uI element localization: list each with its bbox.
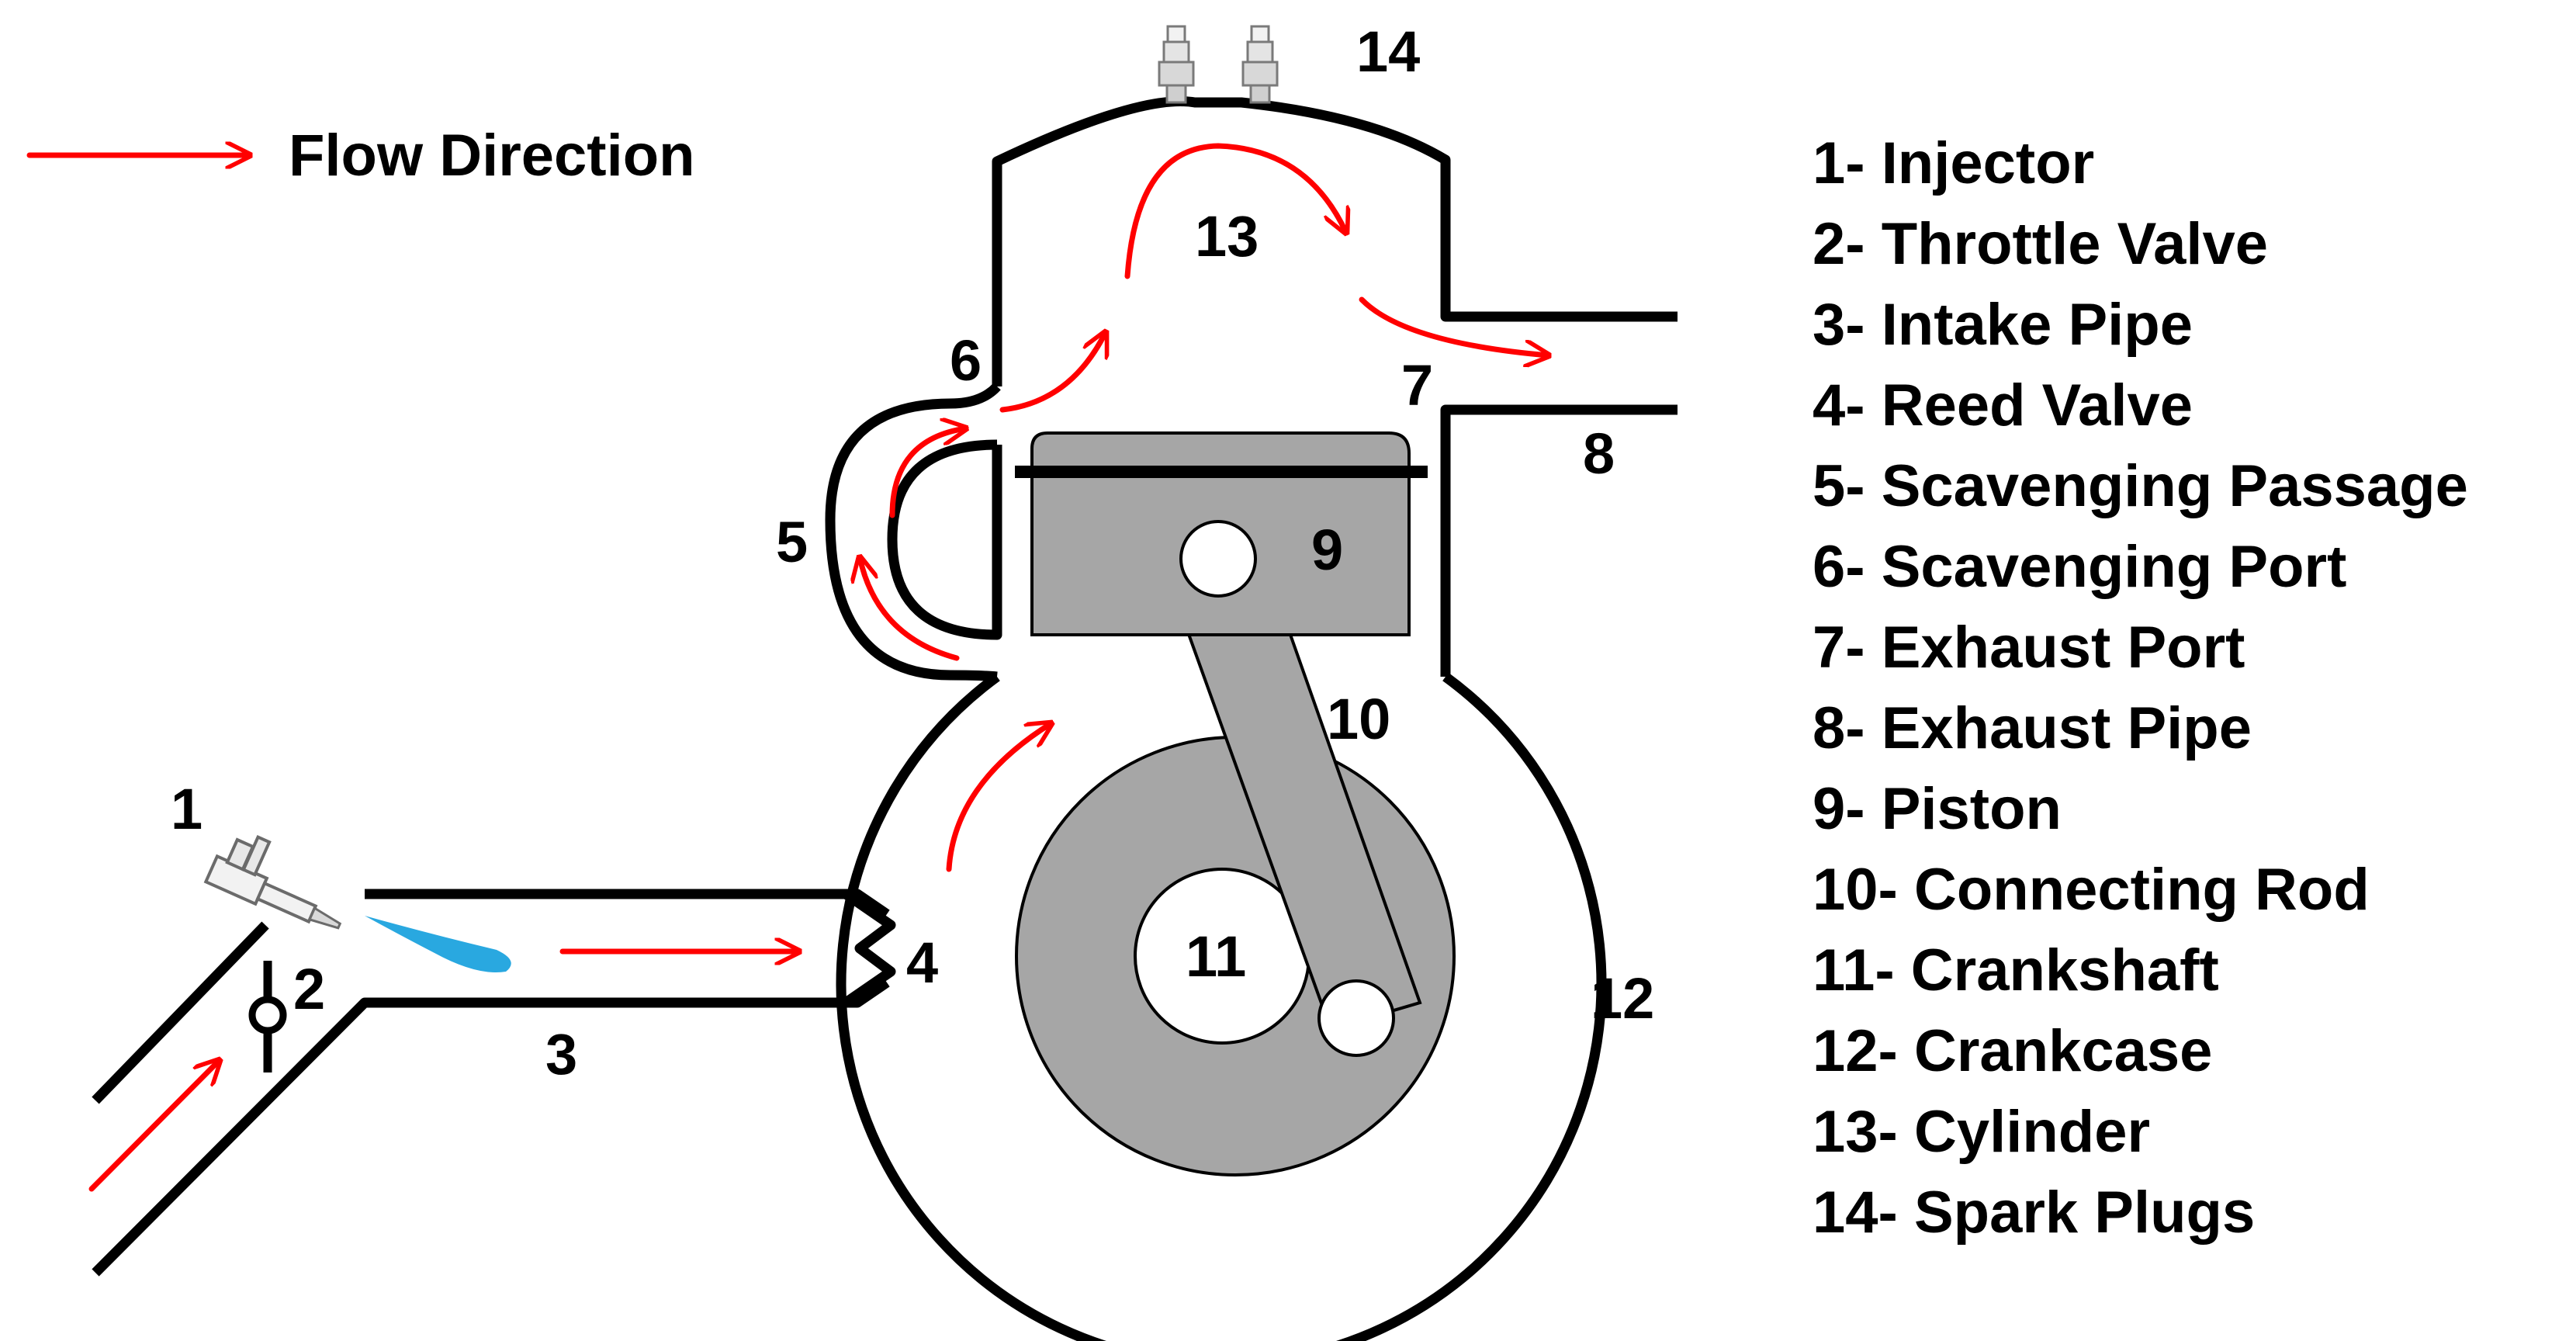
parts-legend-item: 6- Scavenging Port — [1813, 534, 2346, 600]
parts-legend-item: 14- Spark Plugs — [1813, 1180, 2255, 1246]
piston-pin — [1179, 520, 1257, 598]
spark-plugs-icon — [1158, 25, 1279, 104]
parts-legend-item: 13- Cylinder — [1813, 1099, 2150, 1165]
callout-12: 12 — [1591, 966, 1654, 1031]
flow-arrow-exhaust — [1359, 296, 1549, 355]
flow-arrow-scavenging-port — [999, 332, 1106, 413]
parts-legend-item: 4- Reed Valve — [1813, 372, 2193, 438]
flow-direction-legend: Flow Direction — [26, 123, 695, 189]
scavenging-passage-outer-wall — [825, 383, 1001, 682]
flow-arrows — [88, 143, 1549, 1192]
fuel-spray — [365, 916, 511, 972]
parts-legend-item: 2- Throttle Valve — [1813, 211, 2268, 277]
callout-9: 9 — [1311, 518, 1343, 582]
injector-icon — [203, 834, 342, 930]
parts-legend-item: 10- Connecting Rod — [1813, 857, 2370, 923]
flow-arrow-cylinder — [1124, 143, 1346, 279]
parts-legend: 1- Injector 2- Throttle Valve 3- Intake … — [1813, 130, 2468, 1246]
piston — [1015, 431, 1428, 636]
intake-upstream-wall — [92, 921, 269, 1104]
crankcase-wall — [836, 672, 1607, 1341]
parts-legend-item: 12- Crankcase — [1813, 1018, 2212, 1084]
crank-pin — [1317, 979, 1395, 1057]
callout-2: 2 — [293, 957, 325, 1021]
flow-arrow-transfer-upper — [889, 428, 966, 518]
parts-legend-item: 1- Injector — [1813, 130, 2094, 196]
parts-legend-item: 8- Exhaust Pipe — [1813, 695, 2252, 761]
callout-11: 11 — [1186, 924, 1246, 989]
parts-legend-item: 5- Scavenging Passage — [1813, 453, 2468, 519]
callout-labels: 1 2 3 4 5 6 7 8 9 10 11 12 13 14 — [171, 19, 1654, 1086]
intake-pipe-upper-wall — [365, 889, 890, 919]
callout-13: 13 — [1195, 204, 1259, 269]
callout-1: 1 — [171, 777, 203, 841]
intake-pipe — [92, 889, 896, 1277]
reed-valve — [843, 889, 896, 1007]
callout-8: 8 — [1583, 421, 1615, 486]
spark-plug-right-icon — [1241, 25, 1279, 104]
parts-legend-item: 3- Intake Pipe — [1813, 292, 2193, 358]
callout-4: 4 — [906, 930, 938, 995]
callout-5: 5 — [776, 510, 808, 574]
engine-housing — [825, 96, 1678, 1341]
callout-10: 10 — [1327, 687, 1390, 751]
throttle-valve — [248, 961, 287, 1072]
parts-legend-item: 11- Crankshaft — [1813, 937, 2219, 1003]
spark-plug-left-icon — [1158, 25, 1195, 104]
exhaust-pipe-wall — [1440, 404, 1678, 677]
parts-legend-item: 9- Piston — [1813, 776, 2062, 842]
flow-arrow-transfer-lower — [860, 557, 960, 661]
parts-legend-item: 7- Exhaust Port — [1813, 615, 2245, 681]
intake-pipe-lower-wall — [92, 978, 890, 1277]
callout-7: 7 — [1401, 353, 1433, 418]
legend-flow-label: Flow Direction — [289, 123, 695, 189]
scavenging-passage-inner-wall — [887, 439, 1002, 640]
callout-6: 6 — [950, 328, 982, 393]
callout-3: 3 — [545, 1022, 577, 1086]
callout-14: 14 — [1356, 19, 1420, 84]
flow-arrow-crankcase — [946, 723, 1051, 872]
flow-arrow-inlet — [88, 1060, 220, 1192]
cylinder-head-wall — [992, 96, 1678, 386]
